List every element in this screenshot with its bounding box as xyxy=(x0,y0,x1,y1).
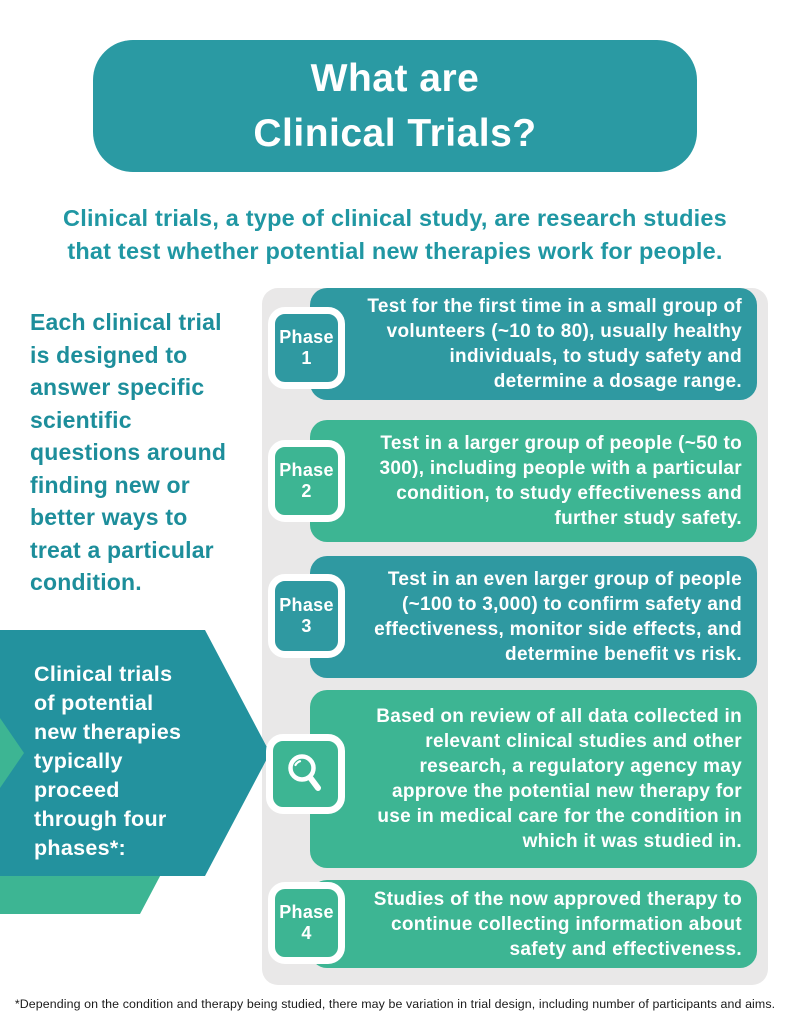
page-title: What are Clinical Trials? xyxy=(253,57,537,155)
phase-3-description-text: Test in an even larger group of people (… xyxy=(374,569,742,665)
phase-1-badge: Phase 1 xyxy=(268,307,345,389)
phase-2-description-text: Test in a larger group of people (~50 to… xyxy=(379,433,742,529)
phase-1-description-box: Test for the first time in a small group… xyxy=(310,288,757,400)
phase-1-badge-label: Phase 1 xyxy=(279,327,334,368)
phase-3-badge-label: Phase 3 xyxy=(279,595,334,636)
title-banner: What are Clinical Trials? xyxy=(93,40,697,172)
phase-4-description-box: Studies of the now approved therapy to c… xyxy=(310,880,757,968)
footnote-text: *Depending on the condition and therapy … xyxy=(14,997,776,1011)
phase-2-description-box: Test in a larger group of people (~50 to… xyxy=(310,420,757,542)
left-description-text: Each clinical trial is designed to answe… xyxy=(30,309,227,595)
phase-4-badge: Phase 4 xyxy=(268,882,345,964)
phases-arrow-callout: Clinical trials of potential new therapi… xyxy=(0,630,270,876)
magnifier-icon xyxy=(287,754,321,791)
phase-2-badge-label: Phase 2 xyxy=(279,460,334,501)
regulatory-review-description-text: Based on review of all data collected in… xyxy=(376,706,742,852)
arrow-callout-text: Clinical trials of potential new therapi… xyxy=(34,662,182,860)
phase-3-description-box: Test in an even larger group of people (… xyxy=(310,556,757,678)
phase-4-description-text: Studies of the now approved therapy to c… xyxy=(373,888,742,960)
regulatory-review-description-box: Based on review of all data collected in… xyxy=(310,690,757,868)
intro-text: Clinical trials, a type of clinical stud… xyxy=(63,205,727,264)
regulatory-review-badge xyxy=(266,734,345,814)
phase-4-badge-label: Phase 4 xyxy=(279,902,334,943)
phase-1-description-text: Test for the first time in a small group… xyxy=(367,296,742,392)
phase-3-badge: Phase 3 xyxy=(268,574,345,658)
phase-2-badge: Phase 2 xyxy=(268,440,345,522)
